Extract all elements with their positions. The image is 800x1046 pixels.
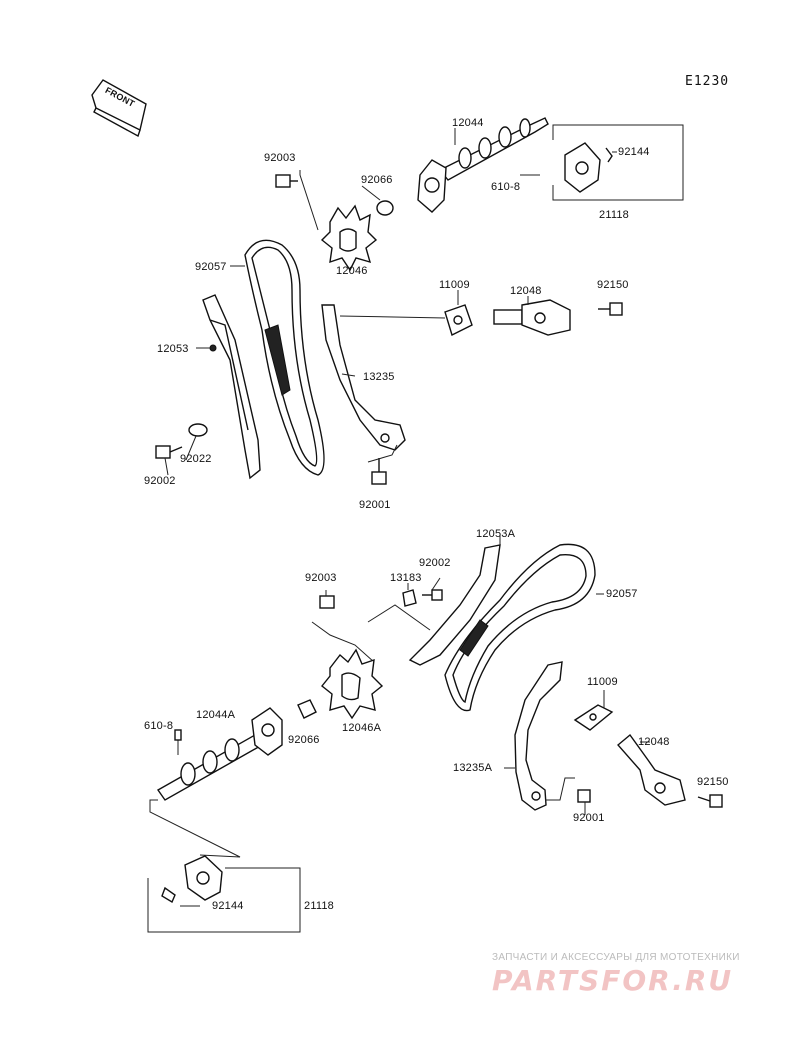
label-92003-top: 92003 [264,152,296,164]
rotor-21118-top [564,142,613,193]
label-21118-bottom: 21118 [304,900,334,912]
label-610-8-bottom: 610-8 [144,720,174,732]
label-610-8-top: 610-8 [491,181,521,193]
guide-12053A [408,544,501,666]
label-11009-bottom: 11009 [587,676,618,688]
label-12053A: 12053A [476,528,516,540]
label-92057-bottom: 92057 [606,588,638,600]
bolt-92003-top [275,174,298,188]
label-92001-top: 92001 [359,499,391,511]
bolt-92001-bottom [577,789,591,803]
bolt-92002-top [155,445,183,459]
label-13235A: 13235A [453,762,493,774]
sprocket-12046 [320,204,378,272]
label-12048-bottom: 12048 [638,736,670,748]
chain-92057-top [244,239,325,476]
label-92066-bottom: 92066 [288,734,320,746]
guide-13235-top [321,304,406,451]
gasket-11009-top [444,304,473,336]
label-92066-top: 92066 [361,174,393,186]
label-92022: 92022 [180,453,212,465]
bolt-92002-bottom [422,589,443,601]
watermark-tagline: ЗАПЧАСТИ И АКСЕССУАРЫ ДЛЯ МОТОТЕХНИКИ [492,952,740,963]
tensioner-12048-bottom [616,733,686,806]
label-92002-bottom: 92002 [419,557,451,569]
bolt-92003-bottom [319,595,335,609]
label-92150-bottom: 92150 [697,776,729,788]
label-12044-top: 12044 [452,117,484,129]
label-21118-top: 21118 [599,209,629,221]
guide-13235A [514,661,563,811]
label-12046A: 12046A [342,722,382,734]
key-610-8-bottom [174,729,182,741]
label-92003-bottom: 92003 [305,572,337,584]
rotor-21118-bottom [184,855,223,901]
label-12048-top: 12048 [510,285,542,297]
chain-92057-bottom [444,543,596,712]
camshaft-12044A [156,707,283,801]
label-92144-bottom: 92144 [212,900,244,912]
label-11009-top: 11009 [439,279,470,291]
clamp-13183 [402,589,417,607]
camshaft-12044 [417,117,549,213]
watermark-logo: PARTSFOR.RU [492,964,734,997]
front-arrow-icon [91,79,147,138]
gasket-11009-bottom [573,704,614,731]
bolt-92001-top [371,458,387,485]
sprocket-12046A [321,648,384,720]
collar-92066-top [376,200,394,216]
label-92150-top: 92150 [597,279,629,291]
label-92144-top: 92144 [618,146,650,158]
label-92002-top: 92002 [144,475,176,487]
bolt-92150-bottom [697,794,723,808]
label-12044A: 12044A [196,709,236,721]
label-92001-bottom: 92001 [573,812,605,824]
washer-92022 [188,423,208,437]
label-13235: 13235 [363,371,395,383]
label-12053-top: 12053 [157,343,189,355]
label-12046: 12046 [336,265,368,277]
figure-code: E1230 [685,74,730,89]
label-13183: 13183 [390,572,422,584]
holder-92144-bottom [161,886,176,904]
guide-12053-top [202,294,261,480]
label-92057-top: 92057 [195,261,227,273]
collar-92066-bottom [297,699,317,719]
bolt-92150-top [598,302,623,316]
tensioner-12048-top [493,299,571,336]
